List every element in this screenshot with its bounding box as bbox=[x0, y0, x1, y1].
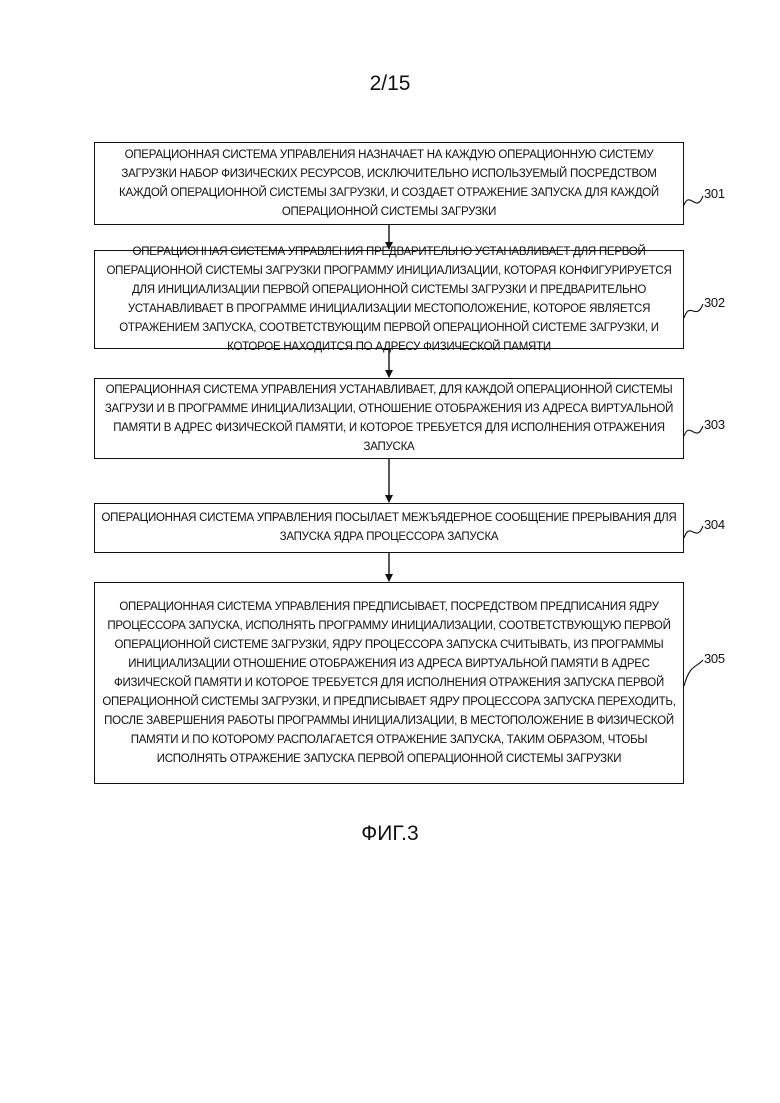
leader-line-302 bbox=[684, 304, 703, 318]
leader-line-305 bbox=[684, 660, 703, 686]
leader-line-304 bbox=[684, 526, 703, 538]
leader-line-301 bbox=[684, 196, 703, 205]
leader-line-303 bbox=[684, 426, 703, 436]
figure-caption: ФИГ.3 bbox=[0, 822, 780, 846]
